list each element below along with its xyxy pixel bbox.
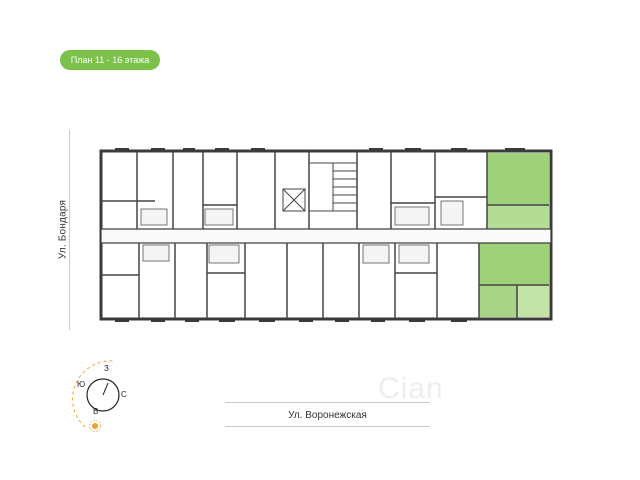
floor-range-badge: План 11 - 16 этажа: [60, 50, 160, 70]
compass-label-right: С: [121, 390, 127, 399]
compass-label-bottom: В: [93, 407, 99, 416]
floor-plan: [99, 148, 553, 322]
highlighted-apartment[interactable]: [479, 153, 549, 317]
watermark: Cian: [378, 372, 444, 405]
street-label-vertical: Ул. Бондаря: [58, 130, 70, 330]
stair-core: [282, 162, 358, 212]
compass-rose-icon: [72, 360, 120, 432]
street-label-horizontal: Ул. Воронежская: [225, 402, 430, 428]
compass: З С В Ю: [55, 355, 145, 435]
street-name-bondarya: Ул. Бондаря: [57, 199, 69, 260]
compass-label-left: Ю: [77, 380, 86, 389]
street-name-voronezhskaya: Ул. Воронежская: [288, 410, 367, 421]
compass-label-top: З: [104, 364, 109, 373]
